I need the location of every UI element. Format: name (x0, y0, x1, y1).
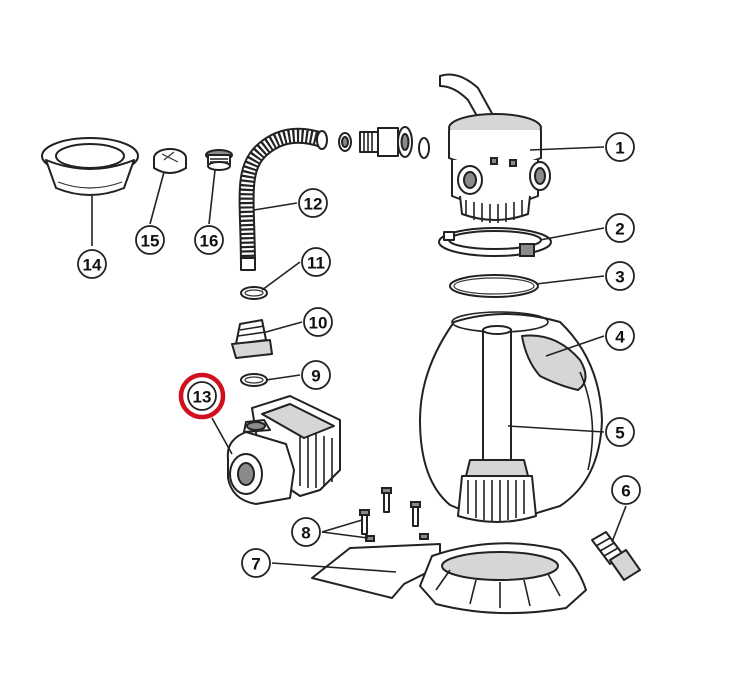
callout-circle (298, 188, 328, 218)
callout-circle (605, 261, 635, 291)
callout-2: 2 (605, 213, 635, 243)
callout-number: 6 (621, 482, 630, 501)
callout-3: 3 (605, 261, 635, 291)
callout-circle (611, 475, 641, 505)
callout-number: 7 (251, 555, 260, 574)
callout-4: 4 (605, 321, 635, 351)
callout-number: 16 (200, 232, 219, 251)
callout-number: 13 (193, 388, 212, 407)
callout-circle (241, 548, 271, 578)
callout-circle (301, 360, 331, 390)
callout-number: 11 (307, 254, 325, 273)
callout-number: 12 (304, 195, 323, 214)
callout-number: 14 (83, 256, 102, 275)
callout-circle (605, 417, 635, 447)
callout-8: 8 (291, 517, 321, 547)
threaded-plug-part (205, 149, 233, 171)
leader-lines (91, 146, 627, 573)
callout-number: 1 (615, 139, 624, 158)
callout-circle (605, 132, 635, 162)
hose-adapter-part (231, 319, 273, 359)
callout-circle (303, 307, 333, 337)
callout-14: 14 (77, 249, 107, 279)
drain-plug-part (591, 531, 641, 581)
clamp-ring-part (438, 227, 552, 257)
callout-number: 10 (309, 314, 328, 333)
callout-circle (291, 517, 321, 547)
callout-16: 16 (194, 225, 224, 255)
callout-1: 1 (605, 132, 635, 162)
bolts-part (359, 487, 429, 542)
small-o-ring-part (240, 373, 268, 387)
o-ring-part (449, 274, 539, 298)
callout-number: 8 (301, 524, 310, 543)
callout-circle (301, 247, 331, 277)
callout-5: 5 (605, 417, 635, 447)
callout-13: 13 (187, 381, 217, 411)
callout-11: 11 (301, 247, 331, 277)
callout-number: 2 (615, 220, 624, 239)
callout-number: 15 (141, 232, 160, 251)
callout-circle (135, 225, 165, 255)
pump-motor-part (226, 395, 341, 505)
callout-number: 4 (615, 328, 625, 347)
multiport-valve-part (439, 73, 551, 223)
base-stand-part (311, 542, 587, 615)
callout-number: 9 (311, 367, 320, 386)
callout-circle (194, 225, 224, 255)
strainer-basket-part (41, 137, 139, 196)
callout-15: 15 (135, 225, 165, 255)
hose-clamp-part (240, 286, 268, 300)
callout-circle (605, 321, 635, 351)
cap-part (153, 148, 187, 174)
hose-connector-fittings (338, 126, 430, 159)
callout-10: 10 (303, 307, 333, 337)
callout-6: 6 (611, 475, 641, 505)
callout-circle (605, 213, 635, 243)
callout-12: 12 (298, 188, 328, 218)
callout-number: 3 (615, 268, 624, 287)
callout-9: 9 (301, 360, 331, 390)
standpipe-part (457, 325, 537, 523)
hose-part (238, 127, 328, 271)
callout-number: 5 (615, 424, 624, 443)
callout-circle (77, 249, 107, 279)
highlight-ring (178, 372, 226, 420)
callout-circle (187, 381, 217, 411)
callout-7: 7 (241, 548, 271, 578)
